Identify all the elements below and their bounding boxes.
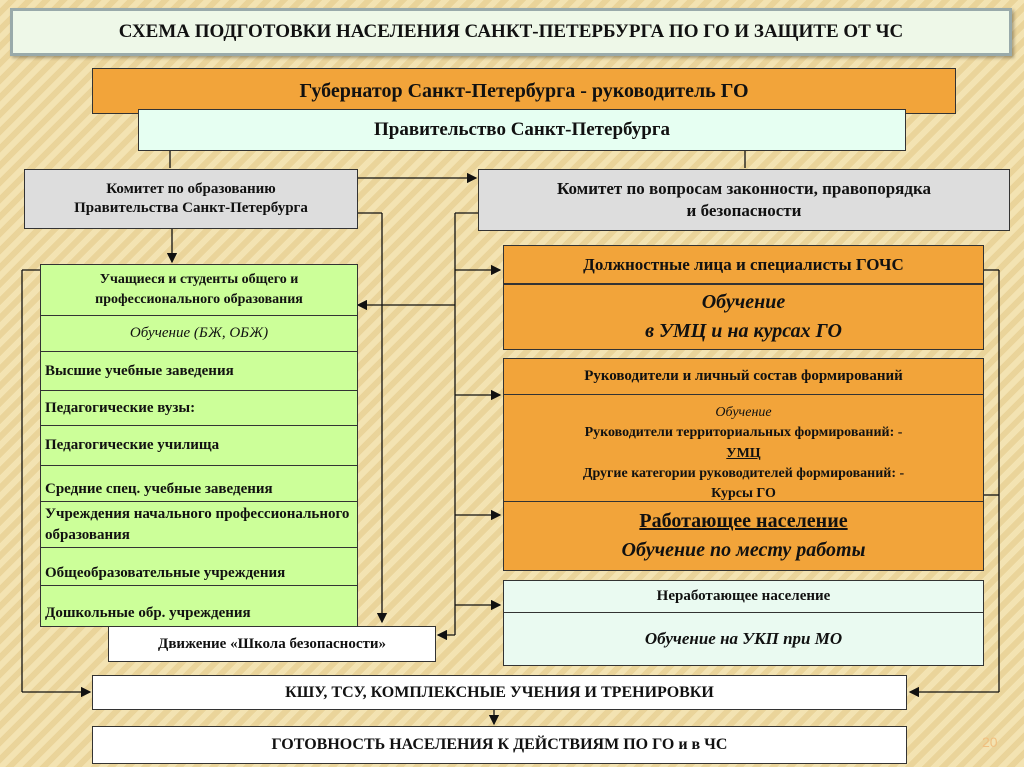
higher-education-label: Высшие учебные заведения: [45, 362, 234, 379]
officials-training-box: Обучение в УМЦ и на курсах ГО: [503, 284, 984, 350]
officials-training-line1: Обучение: [701, 291, 786, 313]
formations-training-line2: Руководители территориальных формировани…: [584, 425, 903, 441]
committee-education-line1: Комитет по образованию: [106, 180, 276, 197]
pedagogical-universities-label: Педагогические вузы:: [45, 399, 196, 416]
working-population-box: Работающее население Обучение по месту р…: [503, 501, 984, 571]
page-title: СХЕМА ПОДГОТОВКИ НАСЕЛЕНИЯ САНКТ-ПЕТЕРБУ…: [10, 8, 1012, 56]
committee-law-line2: и безопасности: [686, 201, 802, 220]
governor-label: Губернатор Санкт-Петербурга - руководите…: [299, 79, 749, 102]
government-label: Правительство Санкт-Петербурга: [374, 119, 670, 140]
readiness-box: ГОТОВНОСТЬ НАСЕЛЕНИЯ К ДЕЙСТВИЯМ ПО ГО и…: [92, 726, 907, 764]
pedagogical-colleges-label: Педагогические училища: [45, 437, 220, 453]
secondary-special-label: Средние спец. учебные заведения: [45, 481, 273, 497]
vocational-institutions-label: Учреждения начального профессионального …: [45, 506, 350, 543]
school-training-label: Обучение (БЖ, ОБЖ): [129, 325, 269, 341]
exercises-label: КШУ, ТСУ, КОМПЛЕКСНЫЕ УЧЕНИЯ И ТРЕНИРОВК…: [285, 683, 714, 701]
list-item: Педагогические вузы:: [40, 390, 358, 426]
nonworking-training-box: Обучение на УКП при МО: [503, 612, 984, 666]
students-box: Учащиеся и студенты общего и профессиона…: [40, 264, 358, 316]
working-population-line2: Обучение по месту работы: [621, 539, 866, 561]
officials-training-line2: в УМЦ и на курсах ГО: [645, 320, 842, 342]
committee-education-box: Комитет по образованию Правительства Сан…: [24, 169, 358, 229]
committee-law-line1: Комитет по вопросам законности, правопор…: [556, 178, 932, 198]
working-population-line1: Работающее население: [639, 510, 848, 532]
students-line2: профессионального образования: [95, 292, 303, 307]
governor-box: Губернатор Санкт-Петербурга - руководите…: [92, 68, 956, 114]
committee-education-line2: Правительства Санкт-Петербурга: [74, 200, 308, 216]
list-item: Средние спец. учебные заведения: [40, 465, 358, 502]
exercises-box: КШУ, ТСУ, КОМПЛЕКСНЫЕ УЧЕНИЯ И ТРЕНИРОВК…: [92, 675, 907, 710]
formations-training-box: Обучение Руководители территориальных фо…: [503, 394, 984, 504]
preschool-label: Дошкольные обр. учреждения: [45, 605, 251, 621]
officials-label: Должностные лица и специалисты ГОЧС: [583, 254, 904, 274]
committee-law-box: Комитет по вопросам законности, правопор…: [478, 169, 1010, 231]
general-education-label: Общеобразовательные учреждения: [45, 565, 286, 581]
students-line1: Учащиеся и студенты общего и: [99, 272, 299, 288]
school-training-box: Обучение (БЖ, ОБЖ): [40, 315, 358, 352]
government-box: Правительство Санкт-Петербурга: [138, 109, 906, 151]
safety-school-box: Движение «Школа безопасности»: [108, 626, 436, 662]
nonworking-population-label: Неработающее население: [656, 588, 831, 604]
formations-training-line4: Другие категории руководителей формирова…: [582, 465, 905, 481]
list-item: Педагогические училища: [40, 425, 358, 466]
readiness-label: ГОТОВНОСТЬ НАСЕЛЕНИЯ К ДЕЙСТВИЯМ ПО ГО и…: [271, 736, 728, 753]
list-item: Дошкольные обр. учреждения: [40, 585, 358, 627]
safety-school-label: Движение «Школа безопасности»: [158, 635, 386, 652]
page-number: 20: [982, 734, 998, 750]
formations-label: Руководители и личный состав формировани…: [584, 368, 903, 384]
formations-box: Руководители и личный состав формировани…: [503, 358, 984, 395]
officials-box: Должностные лица и специалисты ГОЧС: [503, 245, 984, 284]
formations-training-line3: УМЦ: [726, 445, 761, 461]
list-item: Высшие учебные заведения: [40, 351, 358, 391]
list-item: Учреждения начального профессионального …: [40, 501, 358, 548]
nonworking-population-box: Неработающее население: [503, 580, 984, 613]
formations-training-line5: Курсы ГО: [711, 486, 776, 502]
list-item: Общеобразовательные учреждения: [40, 547, 358, 586]
formations-training-line1: Обучение: [715, 405, 772, 420]
nonworking-training-label: Обучение на УКП при МО: [644, 629, 843, 648]
